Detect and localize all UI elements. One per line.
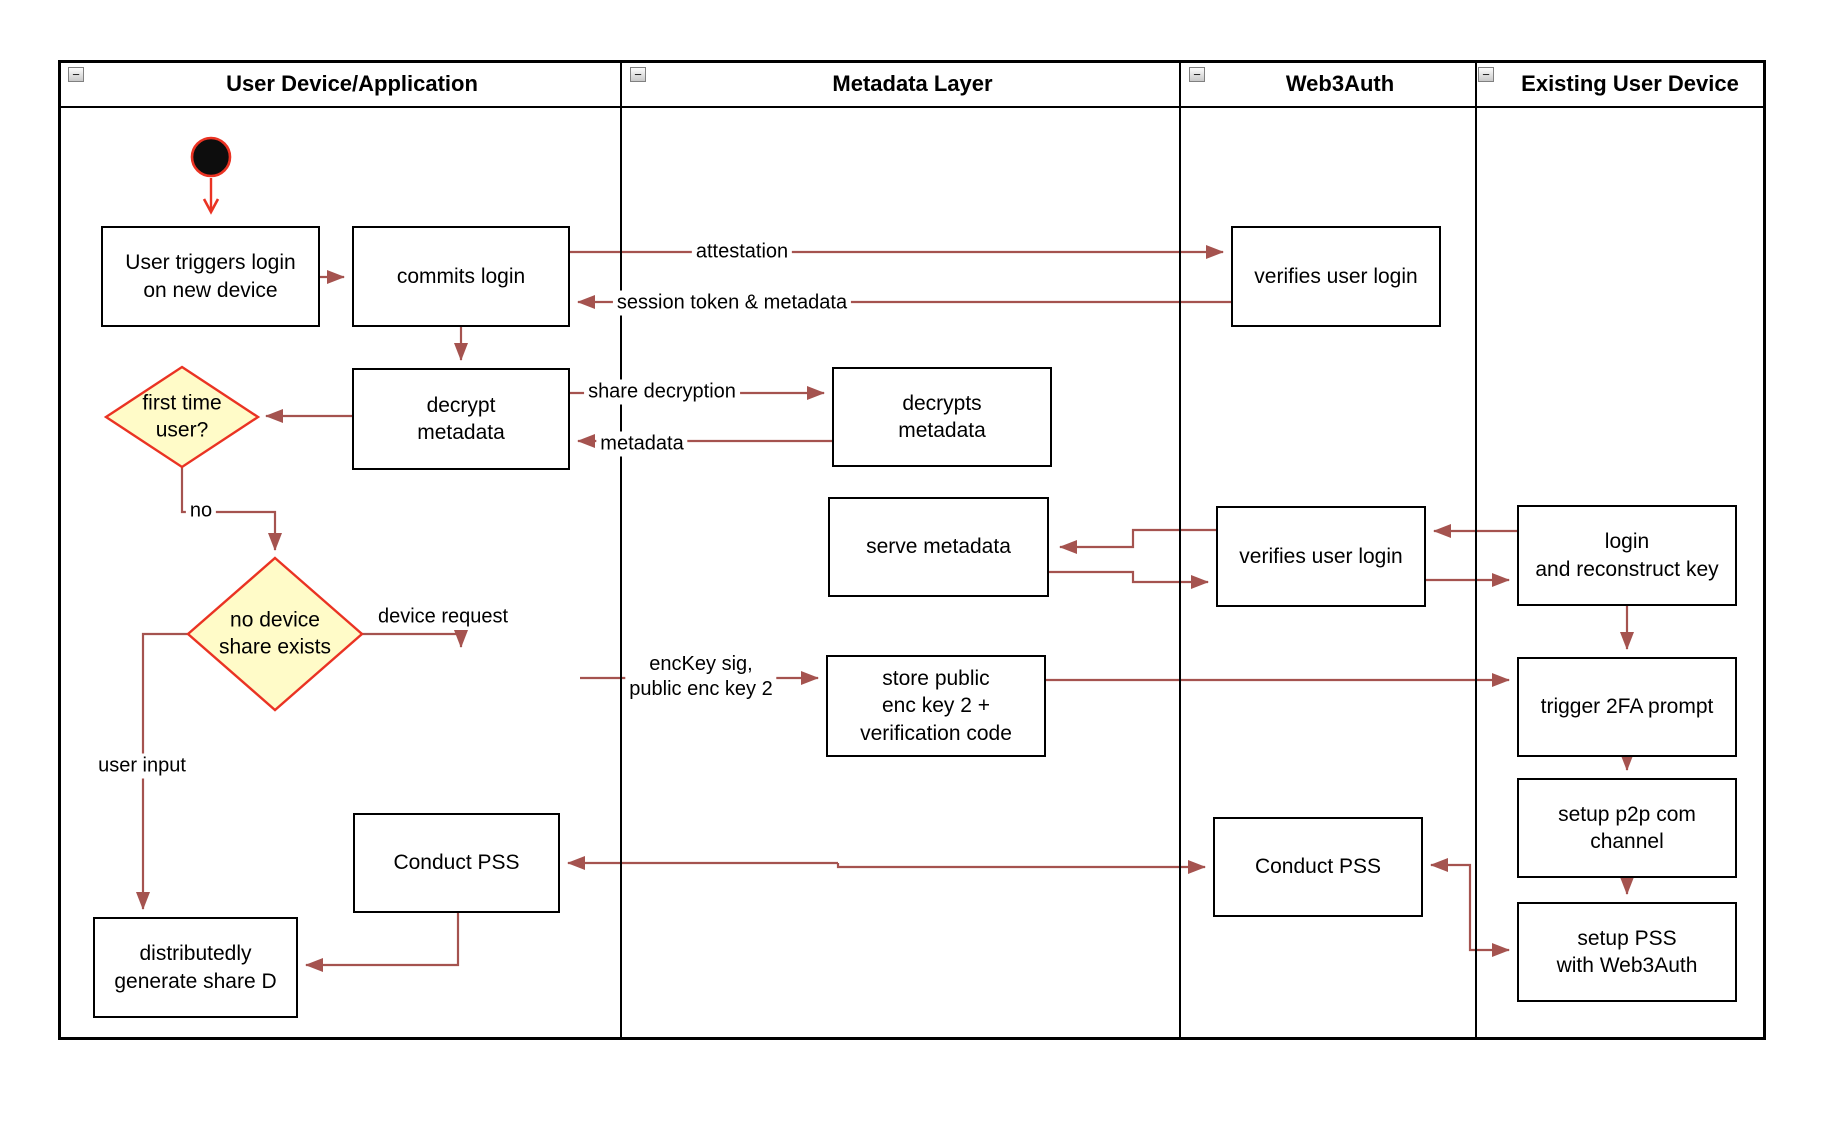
collapse-icon-lane-web3auth[interactable]: − xyxy=(1189,67,1205,82)
diagram-frame xyxy=(58,60,1766,1040)
node-serve-metadata[interactable]: serve metadata xyxy=(828,497,1049,597)
edge-label-device-request: device request xyxy=(373,604,513,630)
node-conduct-pss-web3auth[interactable]: Conduct PSS xyxy=(1213,817,1423,917)
node-login-reconstruct-key[interactable]: login and reconstruct key xyxy=(1517,505,1737,606)
node-store-public-enc-key[interactable]: store public enc key 2 + verification co… xyxy=(826,655,1046,757)
node-setup-p2p-channel[interactable]: setup p2p com channel xyxy=(1517,778,1737,878)
node-setup-pss-web3auth[interactable]: setup PSS with Web3Auth xyxy=(1517,902,1737,1002)
decision-label-no-device-share: no device share exists xyxy=(218,608,332,659)
node-distributedly-generate-share[interactable]: distributedly generate share D xyxy=(93,917,298,1018)
node-user-triggers-login[interactable]: User triggers login on new device xyxy=(101,226,320,327)
decision-label-first-time-user: first time user? xyxy=(142,391,222,442)
edge-label-share-decryption: share decryption xyxy=(584,379,740,405)
lane-title-metadata-layer: Metadata Layer xyxy=(832,71,993,96)
edge-label-enckey-sig: encKey sig, public enc key 2 xyxy=(625,652,777,702)
node-commits-login[interactable]: commits login xyxy=(352,226,570,327)
minus-icon: − xyxy=(72,67,80,82)
lane-divider-3 xyxy=(1475,60,1477,1040)
lane-divider-2 xyxy=(1179,60,1181,1040)
lane-title-web3auth: Web3Auth xyxy=(1285,71,1395,96)
minus-icon: − xyxy=(634,67,642,82)
node-conduct-pss-user[interactable]: Conduct PSS xyxy=(353,813,560,913)
lane-divider-1 xyxy=(620,60,622,1040)
node-decrypts-metadata[interactable]: decrypts metadata xyxy=(832,367,1052,467)
edge-label-attestation: attestation xyxy=(691,239,793,265)
edge-label-session-token: session token & metadata xyxy=(612,290,852,316)
edge-label-metadata: metadata xyxy=(596,431,688,457)
lane-header-row xyxy=(58,60,1766,108)
collapse-icon-lane-user-device[interactable]: − xyxy=(68,67,84,82)
minus-icon: − xyxy=(1482,67,1490,82)
edge-label-no: no xyxy=(185,498,217,524)
lane-title-user-device: User Device/Application xyxy=(226,71,478,96)
minus-icon: − xyxy=(1193,67,1201,82)
node-decrypt-metadata[interactable]: decrypt metadata xyxy=(352,368,570,470)
node-verifies-user-login-mid[interactable]: verifies user login xyxy=(1216,506,1426,607)
lane-title-existing-user-device: Existing User Device xyxy=(1521,71,1739,96)
edge-label-user-input: user input xyxy=(94,753,190,779)
node-trigger-2fa-prompt[interactable]: trigger 2FA prompt xyxy=(1517,657,1737,757)
collapse-icon-lane-metadata[interactable]: − xyxy=(630,67,646,82)
node-verifies-user-login-top[interactable]: verifies user login xyxy=(1231,226,1441,327)
collapse-icon-lane-existing-device[interactable]: − xyxy=(1478,67,1494,82)
